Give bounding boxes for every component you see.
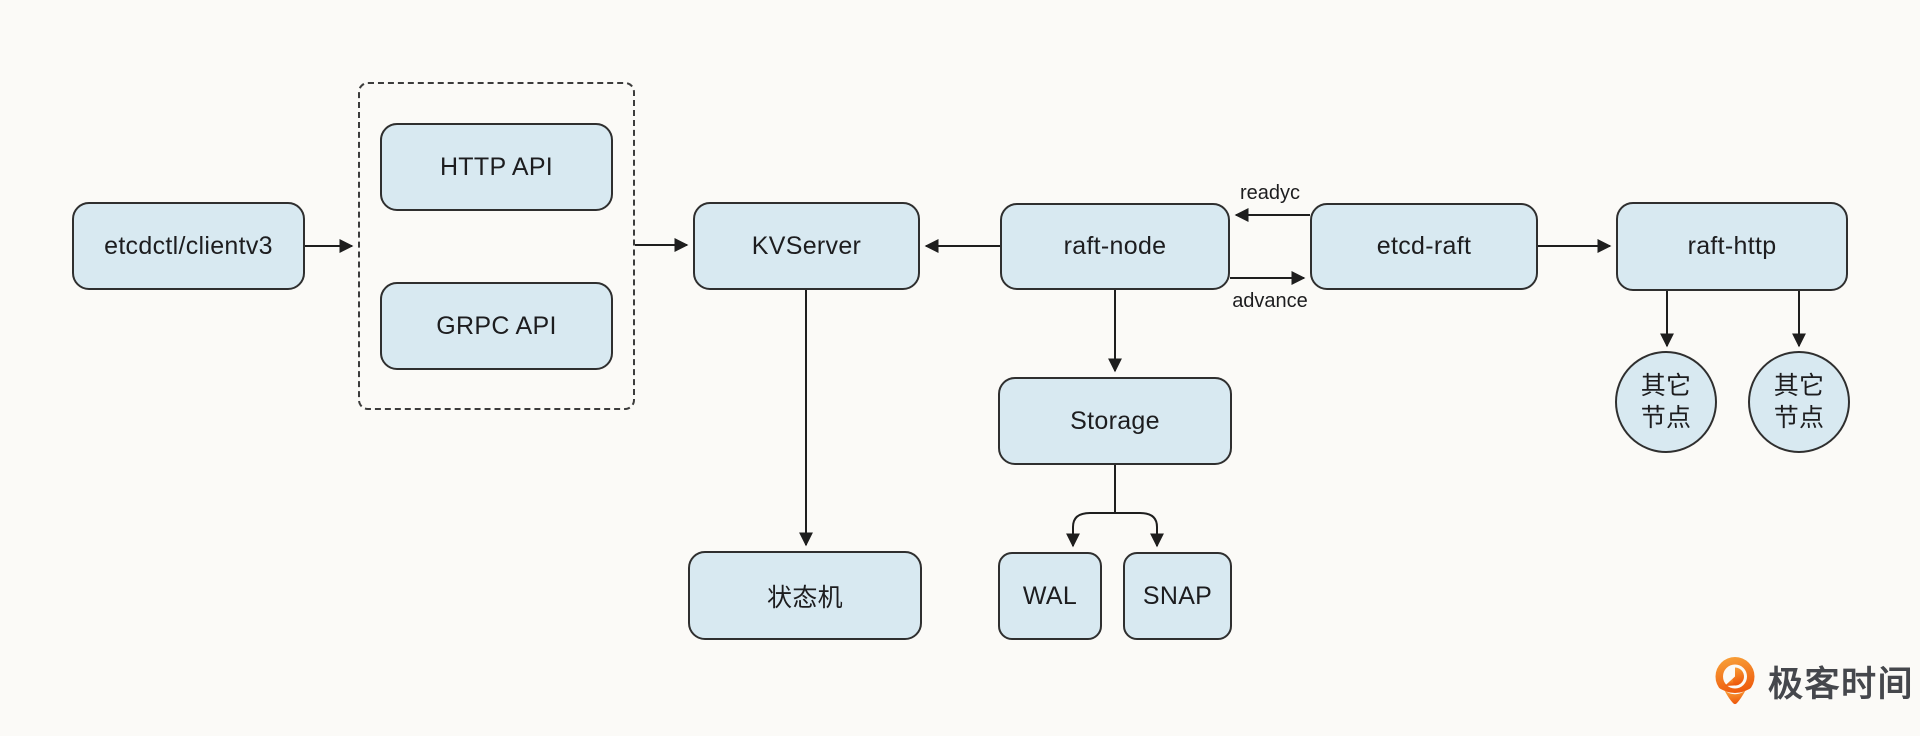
node-wal: WAL: [998, 552, 1102, 640]
node-label-line: 其它: [1773, 372, 1825, 400]
node-label: Storage: [1070, 406, 1160, 435]
node-label: WAL: [1022, 581, 1078, 610]
edge-storage-to-wal: [1066, 512, 1115, 548]
brand-logo-text: 极客时间: [1768, 664, 1915, 704]
node-etcd-raft: etcd-raft: [1310, 203, 1538, 290]
node-raft-node: raft-node: [1000, 203, 1230, 290]
node-other-node-2: 其它 节点: [1748, 351, 1850, 453]
edge-label-readyc: readyc: [1239, 182, 1301, 204]
node-label-line: 节点: [1640, 404, 1692, 432]
node-snap: SNAP: [1123, 552, 1232, 640]
api-group-box: [358, 82, 635, 410]
node-label: KVServer: [751, 231, 862, 260]
node-storage: Storage: [998, 377, 1232, 465]
node-http-api: HTTP API: [380, 123, 613, 211]
node-state-machine: 状态机: [688, 551, 922, 640]
node-label: SNAP: [1142, 581, 1213, 610]
node-label: etcdctl/clientv3: [104, 231, 273, 260]
node-raft-http: raft-http: [1616, 202, 1848, 291]
node-label: etcd-raft: [1376, 232, 1472, 260]
brand-logo: 极客时间: [1712, 655, 1914, 707]
node-kvserver: KVServer: [693, 202, 920, 290]
node-other-node-1: 其它 节点: [1615, 351, 1717, 453]
node-label: raft-http: [1687, 232, 1777, 260]
node-label: HTTP API: [439, 152, 554, 181]
node-label-line: 其它: [1640, 372, 1692, 400]
node-grpc-api: GRPC API: [380, 282, 613, 370]
geektime-logo-icon: [1715, 657, 1755, 705]
edge-storage-to-snap: [1115, 512, 1164, 548]
node-label: GRPC API: [436, 311, 557, 340]
node-label-line: 节点: [1773, 404, 1825, 432]
node-label: 状态机: [767, 583, 843, 612]
node-label: raft-node: [1063, 232, 1167, 260]
edge-label-advance: advance: [1232, 290, 1308, 312]
node-etcdctl-clientv3: etcdctl/clientv3: [72, 202, 305, 290]
